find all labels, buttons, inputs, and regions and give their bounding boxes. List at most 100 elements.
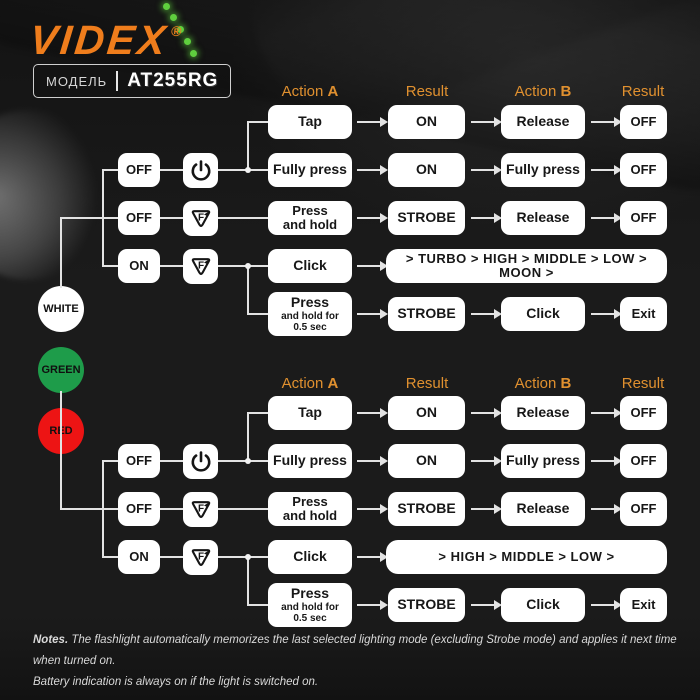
result-box: STROBE <box>388 492 465 526</box>
action-box: Fully press <box>268 153 352 187</box>
state-box: OFF <box>118 444 160 478</box>
action-label: Press <box>290 585 330 602</box>
mode-label: WHITE <box>43 303 79 315</box>
action-b-label: Release <box>516 113 570 130</box>
header-text: Action <box>514 375 557 392</box>
mode-circle-green: GREEN <box>38 347 84 393</box>
action-label: Click <box>293 548 327 565</box>
notes-line-1: The flashlight automatically memorizes t… <box>33 634 677 667</box>
flow-arrow-icon <box>591 408 622 418</box>
header-text: Result <box>621 375 665 392</box>
model-value: AT255RG <box>127 70 219 91</box>
connector <box>102 556 119 558</box>
svg-text:F: F <box>198 503 204 514</box>
connector <box>160 169 183 171</box>
mode-circle-white: WHITE <box>38 286 84 332</box>
function-button-icon: F <box>183 492 218 527</box>
action-label: Fully press <box>273 161 347 178</box>
battery-led-icon <box>190 50 197 57</box>
flow-arrow-icon <box>471 165 502 175</box>
result-label: STROBE <box>397 596 456 613</box>
power-icon <box>183 444 218 479</box>
connector <box>247 169 269 171</box>
flow-arrow-icon <box>471 117 502 127</box>
column-header-action-b: Action B <box>493 83 593 100</box>
connector <box>102 265 119 267</box>
connector <box>218 265 249 267</box>
connector <box>160 556 183 558</box>
result-box: ON <box>388 396 465 430</box>
column-header-result-1: Result <box>377 83 477 100</box>
connector <box>218 460 249 462</box>
column-header-action-a: Action A <box>260 375 360 392</box>
result-box: STROBE <box>388 588 465 622</box>
header-letter: A <box>327 375 339 392</box>
final-label: OFF <box>630 452 657 468</box>
connector <box>160 508 183 510</box>
header-text: Action <box>514 83 557 100</box>
state-box: ON <box>118 249 160 283</box>
action-label: Press <box>292 202 328 218</box>
mode-label: GREEN <box>41 364 81 376</box>
result-label: ON <box>416 113 437 130</box>
connector <box>247 412 249 462</box>
action-label: and hold <box>282 217 338 232</box>
final-result-box: OFF <box>620 201 667 235</box>
action-b-label: Click <box>526 305 560 322</box>
result-box: STROBE <box>388 201 465 235</box>
action-box: Click <box>268 540 352 574</box>
connector <box>247 121 249 171</box>
function-button-icon: F <box>183 249 218 284</box>
result-box: STROBE <box>388 297 465 331</box>
mode-sequence-box: > HIGH > MIDDLE > LOW > <box>386 540 667 574</box>
action-b-box: Fully press <box>501 444 585 478</box>
junction-dot <box>245 458 251 464</box>
mode-sequence: > HIGH > MIDDLE > LOW > <box>438 548 615 564</box>
final-result-box: OFF <box>620 105 667 139</box>
connector <box>60 391 62 509</box>
action-b-box: Release <box>501 105 585 139</box>
action-label: Click <box>293 257 327 274</box>
battery-led-icon <box>170 14 177 21</box>
svg-text:F: F <box>198 551 204 562</box>
action-sublabel: and hold for <box>281 310 339 322</box>
battery-led-icon <box>184 38 191 45</box>
junction-dot <box>245 167 251 173</box>
action-b-label: Fully press <box>506 161 580 178</box>
flow-arrow-icon <box>471 408 502 418</box>
action-b-label: Release <box>516 500 570 517</box>
action-label: Fully press <box>273 452 347 469</box>
final-result-box: Exit <box>620 588 667 622</box>
flow-arrow-icon <box>357 456 388 466</box>
header-letter: A <box>327 83 339 100</box>
connector <box>60 217 119 219</box>
flow-arrow-icon <box>471 213 502 223</box>
connector <box>247 556 269 558</box>
flow-arrow-icon <box>357 117 388 127</box>
action-label: Tap <box>298 404 322 421</box>
connector <box>247 121 269 123</box>
flow-arrow-icon <box>591 309 622 319</box>
final-label: OFF <box>630 500 657 516</box>
column-header-result-1: Result <box>377 375 477 392</box>
action-label: Press <box>290 294 330 311</box>
action-sublabel: 0.5 sec <box>293 321 327 333</box>
action-box: Fully press <box>268 444 352 478</box>
connector <box>218 508 269 510</box>
junction-dot <box>245 554 251 560</box>
state-label: OFF <box>126 209 152 225</box>
flow-arrow-icon <box>591 600 622 610</box>
connector <box>102 169 104 267</box>
header-text: Action <box>281 375 324 392</box>
connector <box>160 265 183 267</box>
mode-sequence-box: > TURBO > HIGH > MIDDLE > LOW > MOON > <box>386 249 667 283</box>
result-box: ON <box>388 444 465 478</box>
final-label: OFF <box>630 113 657 129</box>
connector <box>102 460 104 558</box>
flow-arrow-icon <box>591 504 622 514</box>
result-label: ON <box>416 404 437 421</box>
flow-arrow-icon <box>591 117 622 127</box>
flow-arrow-icon <box>357 261 388 271</box>
connector <box>247 412 269 414</box>
final-label: OFF <box>630 161 657 177</box>
